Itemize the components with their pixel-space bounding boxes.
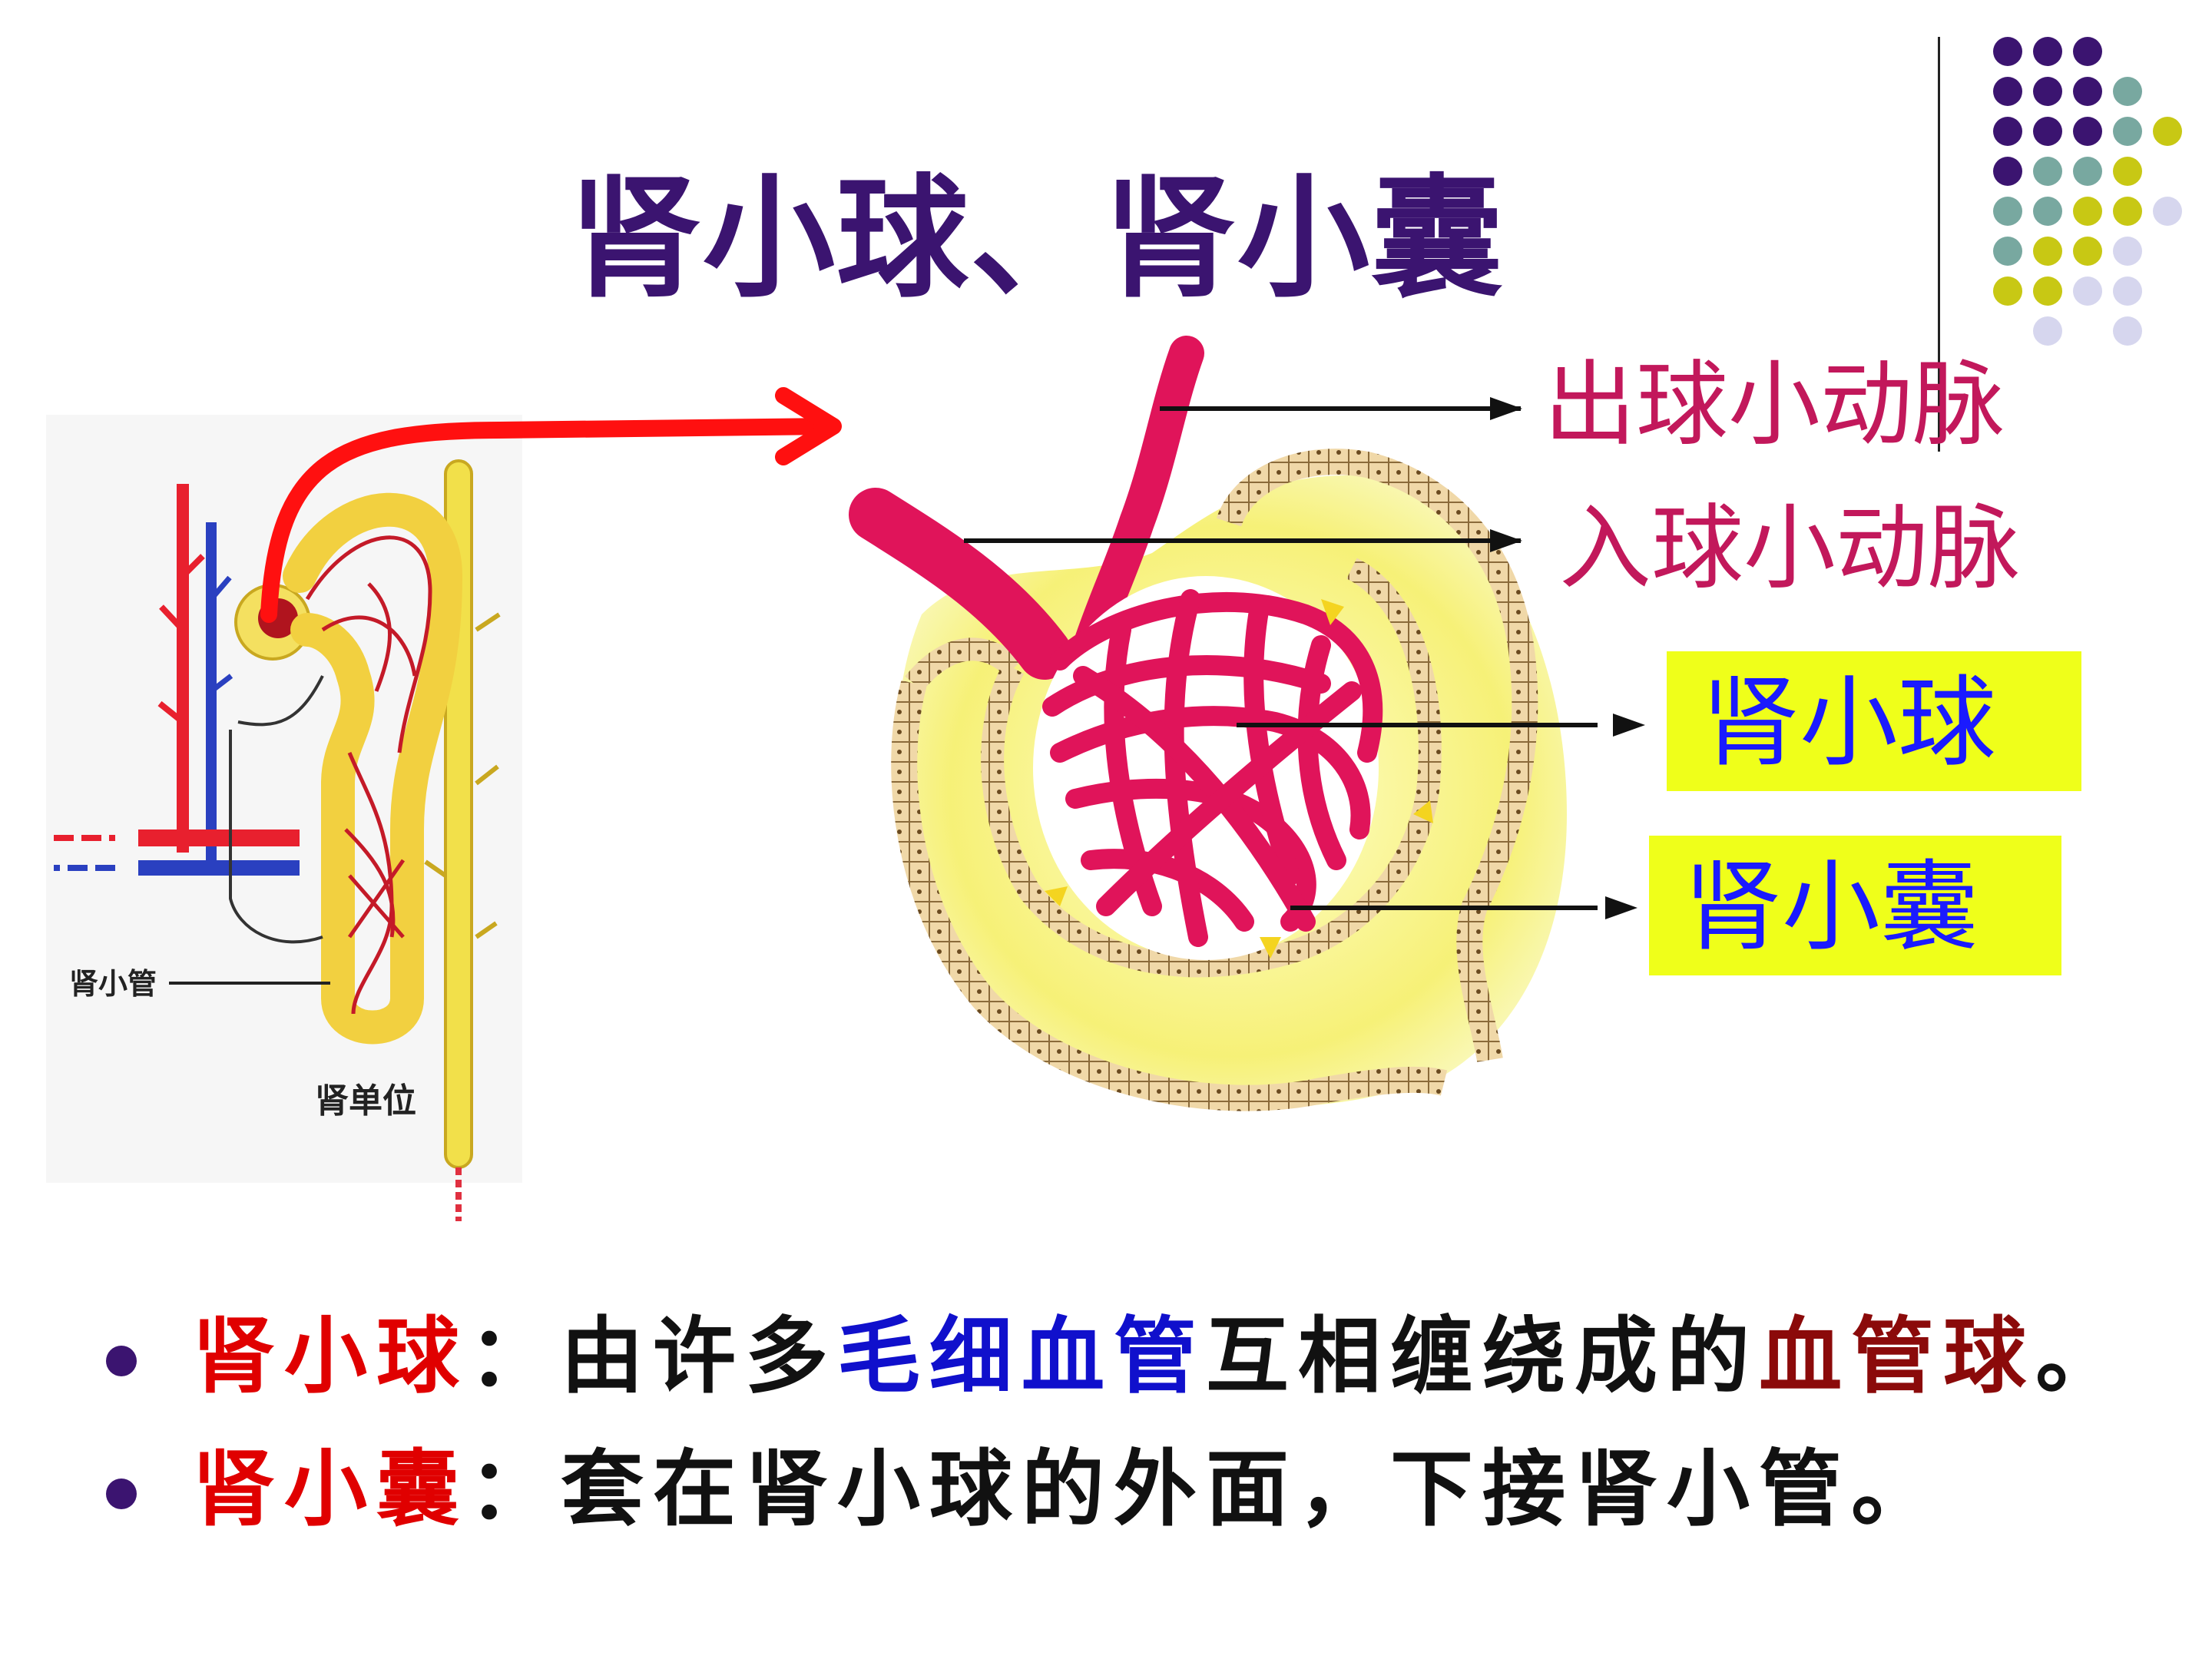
label-renal-tubule: 肾小管 <box>69 967 157 1001</box>
capsule-inner-layer <box>981 558 1442 978</box>
arcuate-artery <box>138 830 300 846</box>
decorative-dot <box>2073 77 2102 106</box>
label-efferent-arteriole: 出球小动脉 <box>1544 352 2005 459</box>
decorative-dot <box>2153 117 2182 146</box>
text-segment: ：套在肾小球的外面，下接肾小管。 <box>469 1441 1944 1538</box>
zoom-arrow <box>260 387 842 623</box>
glomerulus-label-box: 肾小球 <box>1667 651 2081 791</box>
decorative-dot <box>2033 77 2062 106</box>
label-afferent-arteriole: 入球小动脉 <box>1559 495 2020 602</box>
arrowhead-efferent <box>1490 397 1522 420</box>
label-glomerulus: 肾小球 <box>1701 666 1997 780</box>
decorative-dot <box>1993 276 2022 306</box>
renal-tubule <box>283 492 463 1045</box>
glomerulus-capillaries <box>1042 589 1383 947</box>
decorative-dot <box>1993 37 2022 66</box>
decorative-dot <box>2073 117 2102 146</box>
decorative-dot <box>2073 197 2102 226</box>
decorative-dot <box>1993 77 2022 106</box>
decorative-dot <box>2073 37 2102 66</box>
decorative-dot <box>2033 276 2062 306</box>
bullet-point <box>106 1479 137 1509</box>
bullet-text: 肾小囊：套在肾小球的外面，下接肾小管。 <box>192 1448 1943 1531</box>
decorative-dot <box>2033 157 2062 186</box>
decorative-dot <box>2073 276 2102 306</box>
term-capillaries: 毛细血管 <box>837 1308 1207 1405</box>
bullet-point <box>106 1346 137 1376</box>
bullet-text: 肾小球：由许多毛细血管互相缠绕成的血管球。 <box>192 1315 2128 1398</box>
arcuate-vein <box>138 860 300 876</box>
decorative-dot <box>2033 237 2062 266</box>
arrowhead-afferent <box>1490 529 1522 552</box>
arrowhead-capsule <box>1605 896 1637 919</box>
decorative-dot <box>2153 197 2182 226</box>
decorative-dot <box>2073 237 2102 266</box>
decorative-dot <box>2113 117 2142 146</box>
pointer-arrowheads <box>1490 397 1645 919</box>
afferent-arteriole <box>849 488 1071 680</box>
term-renal-capsule: 肾小囊 <box>192 1441 469 1538</box>
term-vascular-tuft: 血管球 <box>1759 1308 2036 1405</box>
efferent-arteriole <box>1073 336 1204 663</box>
label-nephron: 肾单位 <box>315 1081 416 1121</box>
decorative-dot <box>2033 197 2062 226</box>
decorative-dot <box>1993 117 2022 146</box>
decorative-dot <box>2033 37 2062 66</box>
text-segment: 互相缠绕成的 <box>1206 1308 1760 1405</box>
page-title: 肾小球、肾小囊 <box>569 161 1505 316</box>
term-glomerulus: 肾小球 <box>192 1308 469 1405</box>
decorative-divider <box>1938 37 1940 452</box>
capsule-label-box: 肾小囊 <box>1649 836 2061 975</box>
capsule-outer-wall-right <box>1216 449 1538 1062</box>
label-capsule: 肾小囊 <box>1684 850 1979 965</box>
decorative-dot <box>2113 316 2142 346</box>
decorative-dot <box>1993 157 2022 186</box>
filtration-arrows <box>1045 599 1433 959</box>
decorative-dot <box>2113 237 2142 266</box>
arrowhead-glomerulus <box>1613 714 1645 737</box>
text-segment: ：由许多 <box>469 1308 838 1405</box>
decorative-dot <box>2113 157 2142 186</box>
decorative-dot <box>2113 197 2142 226</box>
decorative-dot <box>1993 197 2022 226</box>
renal-corpuscle-diagram <box>849 336 1598 1111</box>
capsule-outer-wall-left <box>891 680 1448 1111</box>
decorative-dot <box>1993 237 2022 266</box>
decorative-dot <box>2073 157 2102 186</box>
text-segment: 。 <box>2035 1308 2128 1405</box>
decorative-dot <box>2113 276 2142 306</box>
decorative-dot <box>2033 316 2062 346</box>
decorative-dot <box>2113 77 2142 106</box>
decorative-dot <box>2033 117 2062 146</box>
